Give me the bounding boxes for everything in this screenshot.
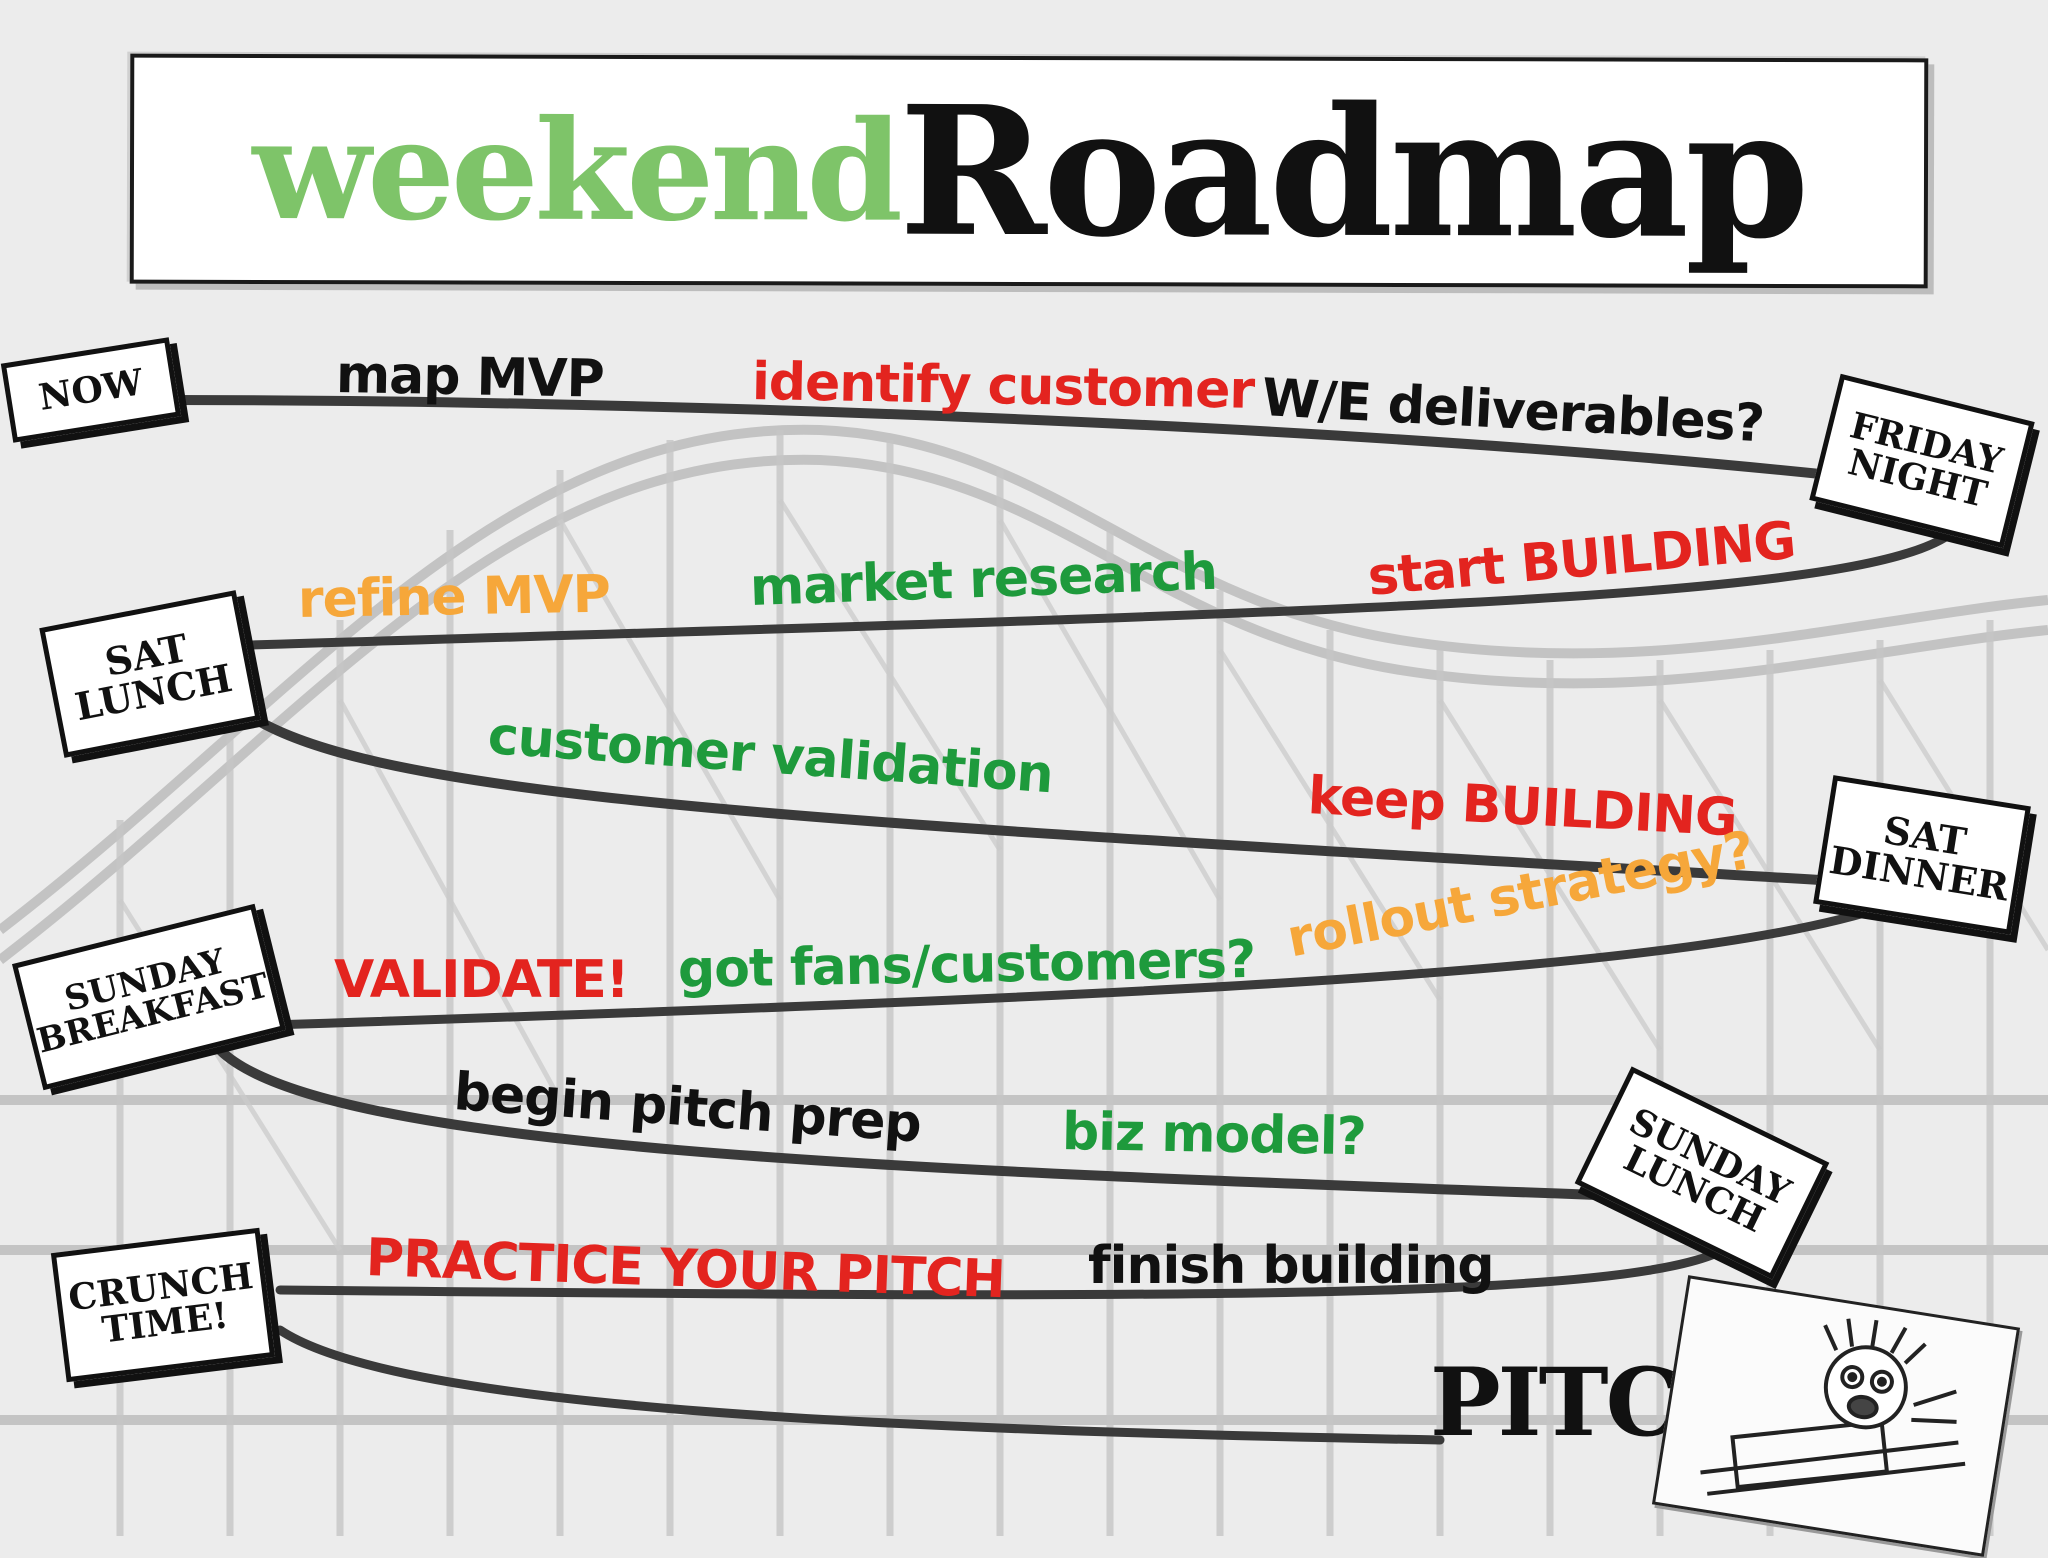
task-map-mvp: map MVP (335, 345, 604, 410)
task-biz-model: biz model? (1061, 1102, 1366, 1167)
title-box: weekend Roadmap (130, 54, 1929, 289)
page-title: weekend Roadmap (134, 58, 1925, 285)
task-got-fans-customers: got fans/customers? (677, 930, 1255, 1000)
task-refine-mvp: refine MVP (297, 565, 610, 630)
task-finish-building: finish building (1088, 1236, 1494, 1296)
title-roadmap: Roadmap (899, 66, 1806, 277)
track-segment-7 (280, 1330, 1440, 1440)
title-weekend: weekend (252, 87, 899, 252)
milestone-crunch-time: CRUNCH TIME! (51, 1228, 275, 1383)
task-identify-customer: identify customer (751, 352, 1254, 421)
task-validate: VALIDATE! (334, 950, 629, 1010)
